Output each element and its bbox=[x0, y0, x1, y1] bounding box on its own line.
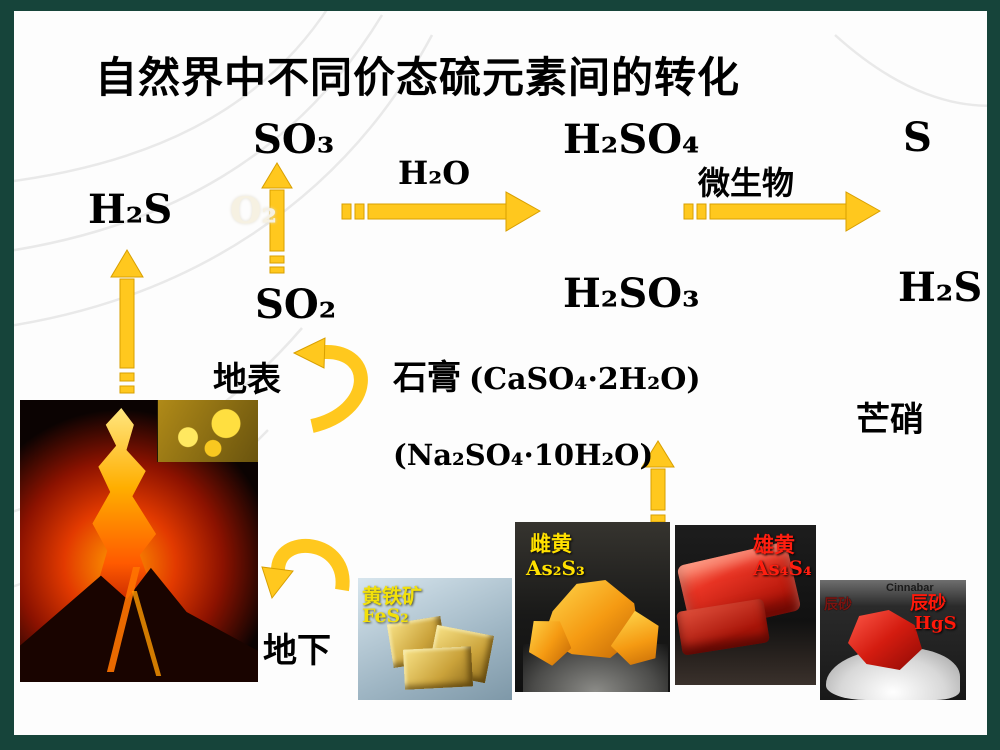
node-h2so3: H₂SO₃ bbox=[563, 270, 700, 317]
cinnabar-formula: HgS bbox=[914, 613, 957, 634]
label-underground: 地下 bbox=[263, 632, 331, 670]
orpiment-formula: As₂S₃ bbox=[526, 556, 585, 580]
label-surface: 地表 bbox=[213, 361, 281, 399]
gypsum-name: 石膏 bbox=[393, 359, 461, 397]
label-microbe: 微生物 bbox=[698, 165, 795, 201]
pyrite-photo: 黄铁矿 FeS₂ bbox=[358, 578, 512, 700]
volcano-photo bbox=[20, 400, 258, 682]
pyrite-formula: FeS₂ bbox=[362, 605, 409, 627]
node-so2: SO₂ bbox=[255, 281, 337, 328]
node-sulfur: S bbox=[903, 114, 932, 161]
pyrite-crystal bbox=[402, 646, 474, 690]
node-so3: SO₃ bbox=[253, 116, 335, 163]
realgar-photo: 雄黄 As₄S₄ bbox=[675, 525, 816, 685]
label-o2: O₂ bbox=[230, 190, 278, 232]
orpiment-name: 雌黄 bbox=[530, 533, 572, 556]
arrow-h2o-oxidation bbox=[341, 191, 542, 232]
slide-border-right bbox=[987, 0, 1000, 750]
realgar-name: 雄黄 bbox=[753, 534, 795, 557]
label-mirabilite: 芒硝 bbox=[856, 401, 924, 439]
cinnabar-photo: Cinnabar 辰砂 辰砂 HgS bbox=[820, 580, 966, 700]
arrow-so2-to-so3 bbox=[261, 162, 293, 274]
sulfur-deposit-inset bbox=[157, 400, 258, 462]
node-h2s-right: H₂S bbox=[898, 264, 983, 311]
orpiment-photo: 雌黄 As₂S₃ bbox=[515, 522, 670, 692]
arrow-volcano-to-h2s bbox=[110, 249, 144, 394]
page-title: 自然界中不同价态硫元素间的转化 bbox=[95, 54, 741, 101]
arrow-surface-curve bbox=[292, 337, 368, 433]
gypsum-formula: (CaSO₄·2H₂O) bbox=[469, 362, 701, 397]
node-h2so4: H₂SO₄ bbox=[563, 116, 700, 163]
slide-border-top bbox=[0, 0, 1000, 11]
label-mirabilite-formula: (Na₂SO₄·10H₂O) bbox=[393, 438, 654, 472]
slide-border-bottom bbox=[0, 735, 1000, 750]
node-h2s-left: H₂S bbox=[88, 186, 173, 233]
cinnabar-name: 辰砂 bbox=[910, 593, 946, 613]
pyrite-name: 黄铁矿 bbox=[362, 586, 422, 608]
slide-border-left bbox=[0, 0, 14, 750]
cinnabar-caption: Cinnabar bbox=[886, 582, 934, 594]
cinnabar-name-left: 辰砂 bbox=[824, 596, 852, 612]
label-h2o: H₂O bbox=[398, 154, 471, 192]
realgar-formula: As₄S₄ bbox=[753, 556, 812, 580]
label-gypsum: 石膏 (CaSO₄·2H₂O) bbox=[393, 350, 701, 399]
arrow-underground-curve bbox=[261, 539, 350, 600]
arrow-microbe-reduction bbox=[683, 191, 882, 232]
